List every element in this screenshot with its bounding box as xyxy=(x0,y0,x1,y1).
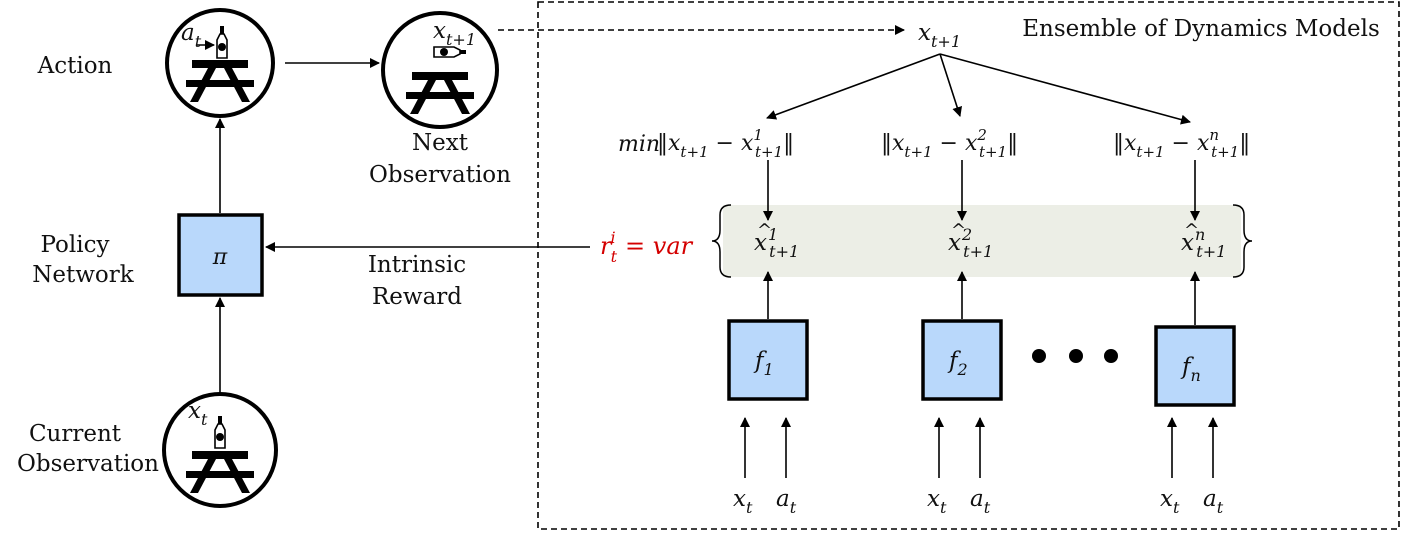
current-math-label: xt xyxy=(188,398,208,429)
policy-network-box: π xyxy=(177,213,264,297)
action-math-label: at xyxy=(181,20,202,51)
action-observation-node: at xyxy=(165,8,275,118)
right-brace xyxy=(1232,204,1253,278)
input-a-label: at xyxy=(776,486,797,517)
model-box xyxy=(727,319,809,401)
input-x-label: xt xyxy=(1160,486,1180,517)
hat-mark: ^ xyxy=(951,220,966,241)
model-label: fn xyxy=(1180,354,1201,385)
left-brace xyxy=(711,204,732,278)
ellipsis-dot xyxy=(1104,349,1118,363)
prediction-band xyxy=(723,205,1241,277)
input-x-label: xt xyxy=(927,486,947,517)
model-box xyxy=(1154,325,1236,407)
next-observation-node: xt+1 xyxy=(381,11,499,129)
hat-mark: ^ xyxy=(757,220,772,241)
arrow-fan-2 xyxy=(939,53,962,117)
next-math-label: xt+1 xyxy=(433,18,476,49)
input-x-label: xt xyxy=(733,486,753,517)
bottle-icon xyxy=(433,46,466,58)
policy-label-1: Policy xyxy=(41,232,110,258)
current-observation-node: xt xyxy=(162,392,278,508)
ensemble-title: Ensemble of Dynamics Models xyxy=(1022,16,1380,42)
ensemble-container xyxy=(537,1,1400,530)
current-label-2: Observation xyxy=(17,451,159,477)
input-a-label: at xyxy=(1203,486,1224,517)
ellipsis-dot xyxy=(1032,349,1046,363)
model-label: f2 xyxy=(947,348,968,379)
input-a-label: at xyxy=(970,486,991,517)
arrow-fan-n xyxy=(939,53,1191,125)
current-label-1: Current xyxy=(29,421,122,447)
next-label-2: Observation xyxy=(369,162,511,188)
arrow-fan-1 xyxy=(766,53,941,120)
model-label: f1 xyxy=(753,348,774,379)
action-label: Action xyxy=(37,53,113,79)
policy-label-2: Network xyxy=(32,262,135,288)
ensemble-target-label: xt+1 xyxy=(918,20,961,51)
model-box xyxy=(921,319,1003,401)
intrinsic-label-1: Intrinsic xyxy=(368,252,466,278)
min-label: min xyxy=(618,132,660,157)
next-label-1: Next xyxy=(412,130,469,156)
pi-symbol: π xyxy=(212,245,228,270)
intrinsic-label-2: Reward xyxy=(372,284,462,310)
hat-mark: ^ xyxy=(1184,220,1199,241)
ellipsis-dot xyxy=(1069,349,1083,363)
